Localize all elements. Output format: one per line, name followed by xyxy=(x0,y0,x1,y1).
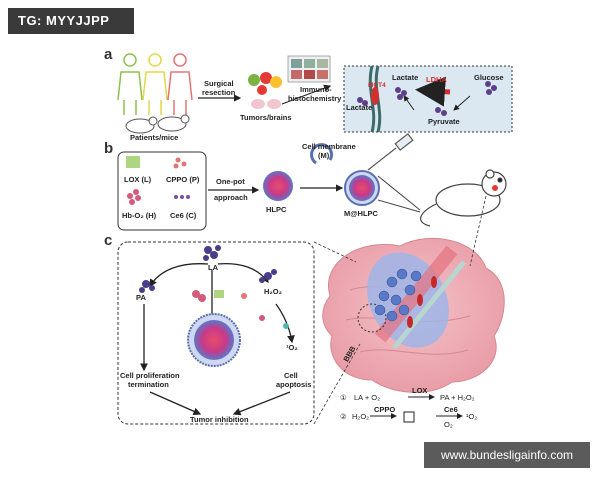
tumors-label: Tumors/brains xyxy=(240,113,292,122)
mhlpc-particle xyxy=(344,170,380,206)
scattered-components xyxy=(192,290,289,329)
cell-metabolism-box xyxy=(343,65,513,133)
pa-label: PA xyxy=(136,293,146,302)
eq2-left: H₂O₂ xyxy=(352,412,370,421)
ldha-label: LDHA xyxy=(426,75,447,84)
cell-label: Cell xyxy=(284,371,298,380)
cppo-label: CPPO (P) xyxy=(166,175,200,184)
la-molecule xyxy=(203,245,221,261)
tumor-samples-icon xyxy=(248,72,282,109)
zoom-line-top xyxy=(313,241,357,263)
membrane-label: Cell membrane xyxy=(302,142,356,151)
la-label: LA xyxy=(208,263,218,272)
membrane-icon xyxy=(310,143,334,165)
patients-figures xyxy=(117,53,193,115)
eq2-right: ¹O₂ xyxy=(466,412,478,421)
histochem-label: histochemistry xyxy=(288,94,342,103)
mice-icon xyxy=(125,114,190,134)
zoom-line-bottom xyxy=(313,343,361,425)
zoom-line-mouse xyxy=(469,195,487,267)
mechanism-arrows xyxy=(140,262,295,416)
onepot-label: One-pot xyxy=(216,177,245,186)
syringe-icon xyxy=(367,133,421,213)
surgical-label: Surgical xyxy=(204,79,234,88)
h2o2-label: H₂O₂ xyxy=(264,287,282,296)
hlpc-particle xyxy=(263,171,293,201)
lactate-top-label: Lactate xyxy=(392,73,419,82)
singlet-oxygen-label: ¹O₂ xyxy=(286,343,298,352)
pa-molecule xyxy=(139,280,155,293)
eq2-o2: O₂ xyxy=(444,420,453,429)
eq2-number: ② xyxy=(340,412,347,421)
panel-label-c: c xyxy=(104,232,113,249)
hlpc-label: HLPC xyxy=(266,205,287,214)
mouse-icon xyxy=(420,169,507,227)
patients-label: Patients/mice xyxy=(130,133,179,142)
apoptosis-label: apoptosis xyxy=(276,380,312,389)
eq2-ce6: Ce6 xyxy=(444,405,458,414)
arrow-ihc xyxy=(281,84,332,105)
mhlpc-center xyxy=(187,313,241,367)
termination-label: termination xyxy=(128,380,169,389)
immuno-label: Immuno- xyxy=(300,85,332,94)
glucose-label: Glucose xyxy=(474,73,504,82)
ce6-label: Ce6 (C) xyxy=(170,211,197,220)
tumor-inhibition-label: Tumor inhibition xyxy=(190,415,249,424)
membrane-m-label: (M) xyxy=(318,151,330,160)
eq1-number: ① xyxy=(340,393,347,402)
panel-label-b: b xyxy=(104,140,114,157)
eq1-enzyme: LOX xyxy=(412,386,428,395)
mct4-label: MCT4 xyxy=(368,82,386,89)
components-box xyxy=(117,151,207,231)
equation-arrows xyxy=(370,394,463,423)
watermark-bottom: www.bundesligainfo.com xyxy=(424,442,590,468)
cell-prolif-label: Cell proliferation xyxy=(120,371,180,380)
eq2-enzyme: CPPO xyxy=(374,405,396,414)
h2o2-molecule xyxy=(259,269,277,283)
panel-label-a: a xyxy=(104,46,113,63)
hbo2-label: Hb-O₂ (H) xyxy=(122,211,157,220)
watermark-top: TG: MYYJJPP xyxy=(8,8,134,34)
ihc-slides-icon xyxy=(287,55,331,83)
brain-tumor-illustration xyxy=(322,237,505,393)
eq1-left: LA + O₂ xyxy=(354,393,381,402)
eq1-right: PA + H₂O₂ xyxy=(440,393,475,402)
mhlpc-label: M@HLPC xyxy=(344,209,378,218)
resection-label: resection xyxy=(202,88,236,97)
lactate-left-label: Lactate xyxy=(346,103,373,112)
pyruvate-label: Pyruvate xyxy=(428,117,460,126)
lox-label: LOX (L) xyxy=(124,175,152,184)
approach-label: approach xyxy=(214,193,248,202)
